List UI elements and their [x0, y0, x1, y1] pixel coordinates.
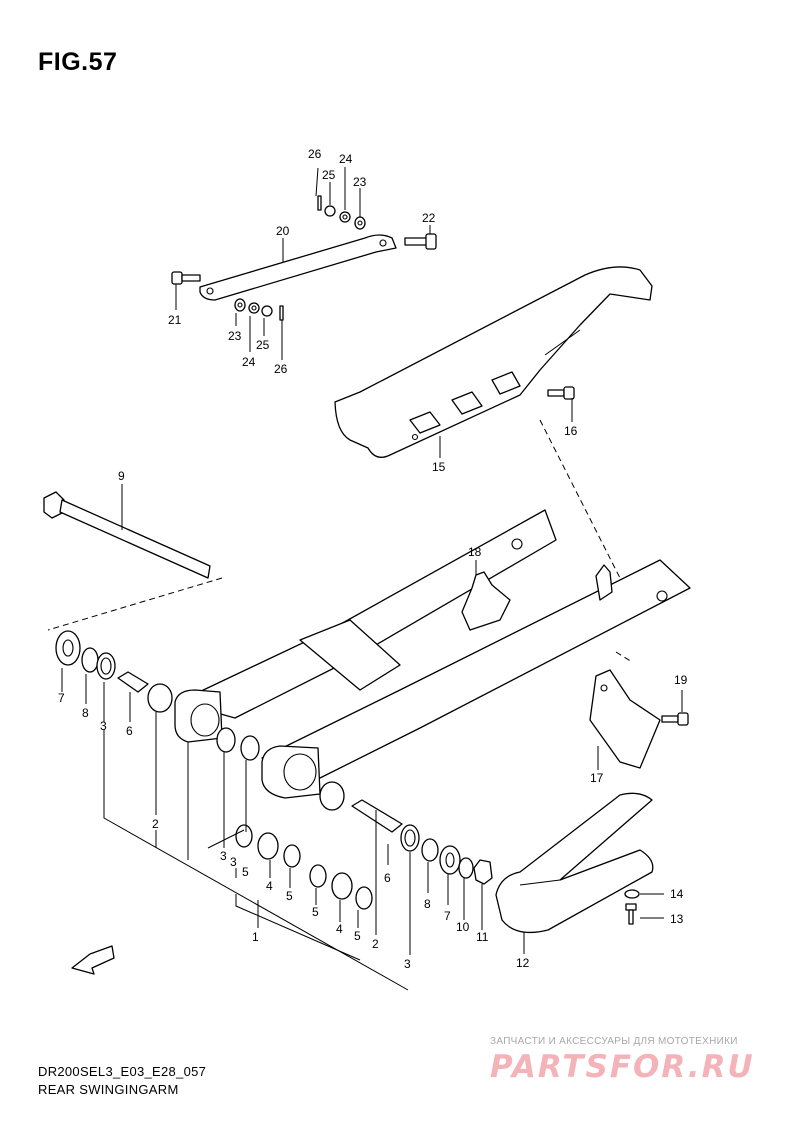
needle-bearing-front[interactable]: [235, 824, 301, 868]
callout-7: 7: [58, 691, 65, 705]
callout-4: 4: [266, 879, 273, 893]
diagram-code: DR200SEL3_E03_E28_057: [38, 1064, 207, 1079]
callout-2: 2: [372, 937, 379, 951]
callout-14: 14: [670, 887, 684, 901]
bracket-bolt[interactable]: [661, 712, 689, 726]
left-dust-seal[interactable]: [55, 630, 81, 666]
callout-24: 24: [242, 355, 256, 369]
watermark-tagline: ЗАПЧАСТИ И АКСЕССУАРЫ ДЛЯ МОТОТЕХНИКИ: [490, 1036, 738, 1047]
callout-5: 5: [242, 865, 249, 879]
callout-10: 10: [456, 920, 470, 934]
left-washer[interactable]: [81, 647, 99, 673]
callout-16: 16: [564, 424, 578, 438]
right-oil-seal[interactable]: [400, 824, 420, 852]
left-bushing[interactable]: [147, 683, 173, 713]
lower-nut-set[interactable]: [234, 298, 284, 321]
watermark-logo: PARTSFOR.RU: [490, 1049, 755, 1085]
callout-6: 6: [126, 724, 133, 738]
callout-15: 15: [432, 460, 446, 474]
callout-3: 3: [230, 855, 237, 869]
pivot-seal-left-2[interactable]: [240, 735, 260, 761]
swingarm[interactable]: [174, 419, 691, 799]
callout-9: 9: [118, 469, 125, 483]
callout-8: 8: [82, 706, 89, 720]
fwd-arrow-icon: FWD: [71, 945, 115, 975]
callout-3: 3: [100, 719, 107, 733]
callout-18: 18: [468, 545, 482, 559]
right-dust-seal[interactable]: [439, 845, 461, 875]
chain-guide-bracket[interactable]: [589, 651, 661, 769]
callout-23: 23: [353, 175, 367, 189]
diagram-name: REAR SWINGINGARM: [38, 1082, 179, 1097]
left-spacer[interactable]: [117, 671, 149, 693]
slider-washer[interactable]: [624, 889, 640, 899]
callout-26: 26: [274, 362, 288, 376]
callout-5: 5: [312, 905, 319, 919]
callout-5: 5: [286, 889, 293, 903]
chain-slider[interactable]: [495, 792, 654, 934]
right-washer[interactable]: [421, 838, 439, 862]
rod-bolt-left[interactable]: [171, 271, 201, 285]
callout-12: 12: [516, 956, 530, 970]
upper-nut-set[interactable]: [317, 195, 366, 230]
callout-7: 7: [444, 909, 451, 923]
callout-3: 3: [220, 849, 227, 863]
callout-25: 25: [322, 168, 336, 182]
pivot-washer[interactable]: [458, 857, 474, 879]
callout-19: 19: [674, 673, 688, 687]
chain-case-bolt[interactable]: [547, 386, 575, 400]
callout-2: 2: [152, 817, 159, 831]
callout-8: 8: [424, 897, 431, 911]
callout-17: 17: [590, 771, 604, 785]
right-spacer[interactable]: [351, 799, 403, 833]
rod-bolt-right[interactable]: [404, 233, 437, 250]
chain-case[interactable]: [334, 266, 653, 458]
pivot-shaft[interactable]: [43, 491, 223, 631]
callout-3: 3: [404, 957, 411, 971]
figure-title: FIG.57: [38, 48, 118, 76]
callout-25: 25: [256, 338, 270, 352]
callout-4: 4: [336, 922, 343, 936]
callout-22: 22: [422, 211, 436, 225]
callout-26: 26: [308, 147, 322, 161]
callout-11: 11: [476, 930, 489, 944]
right-bushing[interactable]: [319, 781, 345, 811]
callout-5: 5: [354, 929, 361, 943]
slider-screw[interactable]: [625, 903, 637, 925]
pivot-seal-left-1[interactable]: [216, 727, 236, 753]
callout-1: 1: [252, 930, 259, 944]
leader-lines: [61, 167, 683, 991]
callout-20: 20: [276, 224, 290, 238]
torque-rod[interactable]: [199, 234, 397, 301]
callout-24: 24: [339, 152, 353, 166]
callout-23: 23: [228, 329, 242, 343]
callout-6: 6: [384, 871, 391, 885]
callout-labels: 26 24 25 23 22 20 21 23 25 24 26 16 15 9…: [58, 147, 688, 971]
callout-13: 13: [670, 912, 684, 926]
callout-21: 21: [168, 313, 182, 327]
pivot-nut[interactable]: [473, 859, 493, 885]
left-oil-seal[interactable]: [96, 652, 116, 680]
needle-bearing-rear[interactable]: [309, 864, 373, 910]
